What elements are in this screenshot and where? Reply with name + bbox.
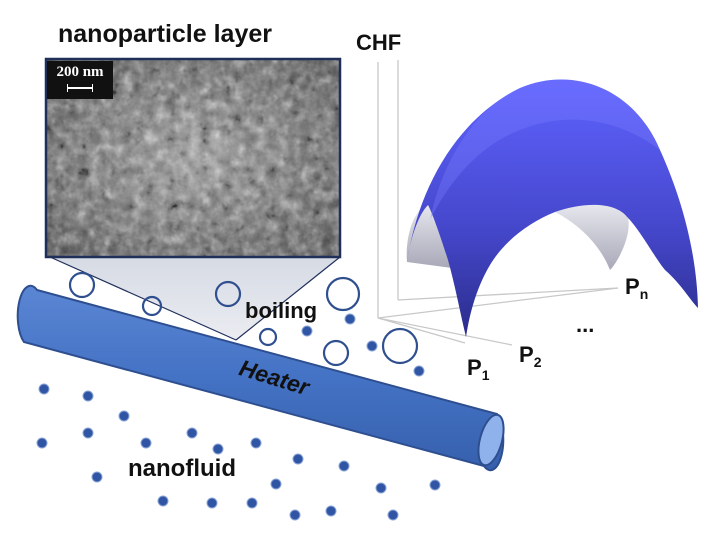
nanoparticle — [118, 410, 130, 422]
zoom-line-left — [49, 256, 237, 341]
p2-base: P — [519, 342, 534, 367]
pn-sub: n — [639, 286, 649, 302]
nanoparticle — [375, 482, 387, 494]
nanoparticle — [82, 390, 94, 402]
chf-axis-label: CHF — [356, 30, 402, 55]
nanoparticles — [36, 313, 441, 521]
nanoparticle — [82, 427, 94, 439]
zoom-line-right — [235, 256, 341, 341]
bubble — [325, 276, 361, 312]
nanoparticle — [38, 383, 50, 395]
scale-bar: 200 nm — [47, 61, 113, 99]
nanoparticle — [301, 325, 313, 337]
bubble — [68, 271, 96, 299]
chart-axes — [377, 60, 619, 346]
bubble — [381, 327, 419, 365]
nanoparticle — [366, 340, 378, 352]
p1-axis-label: P1 — [467, 355, 489, 383]
nanoparticle — [270, 478, 282, 490]
chf-surface — [406, 79, 698, 337]
nanoparticle — [140, 437, 152, 449]
bubbles — [68, 271, 419, 367]
nanoparticle — [250, 437, 262, 449]
nanoparticle — [429, 479, 441, 491]
nanoparticle — [212, 443, 224, 455]
zoom-cone — [50, 257, 340, 340]
nanoparticle — [413, 365, 425, 377]
bubble — [322, 339, 350, 367]
nanoparticle — [344, 313, 356, 325]
chf-surface-main — [407, 79, 698, 337]
scale-bar-label: 200 nm — [56, 64, 104, 80]
nanoparticle — [246, 497, 258, 509]
boiling-label: boiling — [245, 298, 318, 323]
p2-sub: 2 — [533, 354, 542, 370]
nanoparticle — [325, 505, 337, 517]
nanoparticle — [186, 427, 198, 439]
nanoparticle — [289, 509, 301, 521]
nanoparticle — [338, 460, 350, 472]
heater-tube — [16, 284, 505, 472]
pn-base: P — [625, 274, 640, 299]
nanoparticle-layer-label: nanoparticle layer — [58, 20, 272, 48]
nanoparticle — [157, 495, 169, 507]
ellipsis-label: ... — [576, 312, 595, 337]
nanoparticle — [206, 497, 218, 509]
nanoparticle — [36, 437, 48, 449]
bubble — [141, 295, 163, 317]
nanofluid-label: nanofluid — [128, 455, 236, 482]
p1-base: P — [467, 355, 482, 380]
nanoparticle — [91, 471, 103, 483]
scale-bar-line — [67, 84, 93, 92]
bubble — [214, 280, 242, 308]
nanoparticle — [292, 453, 304, 465]
nanoparticle — [387, 509, 399, 521]
p2-axis-label: P2 — [519, 342, 541, 370]
p1-sub: 1 — [481, 367, 490, 383]
pn-axis-label: Pn — [625, 274, 648, 302]
bubble — [258, 327, 278, 347]
